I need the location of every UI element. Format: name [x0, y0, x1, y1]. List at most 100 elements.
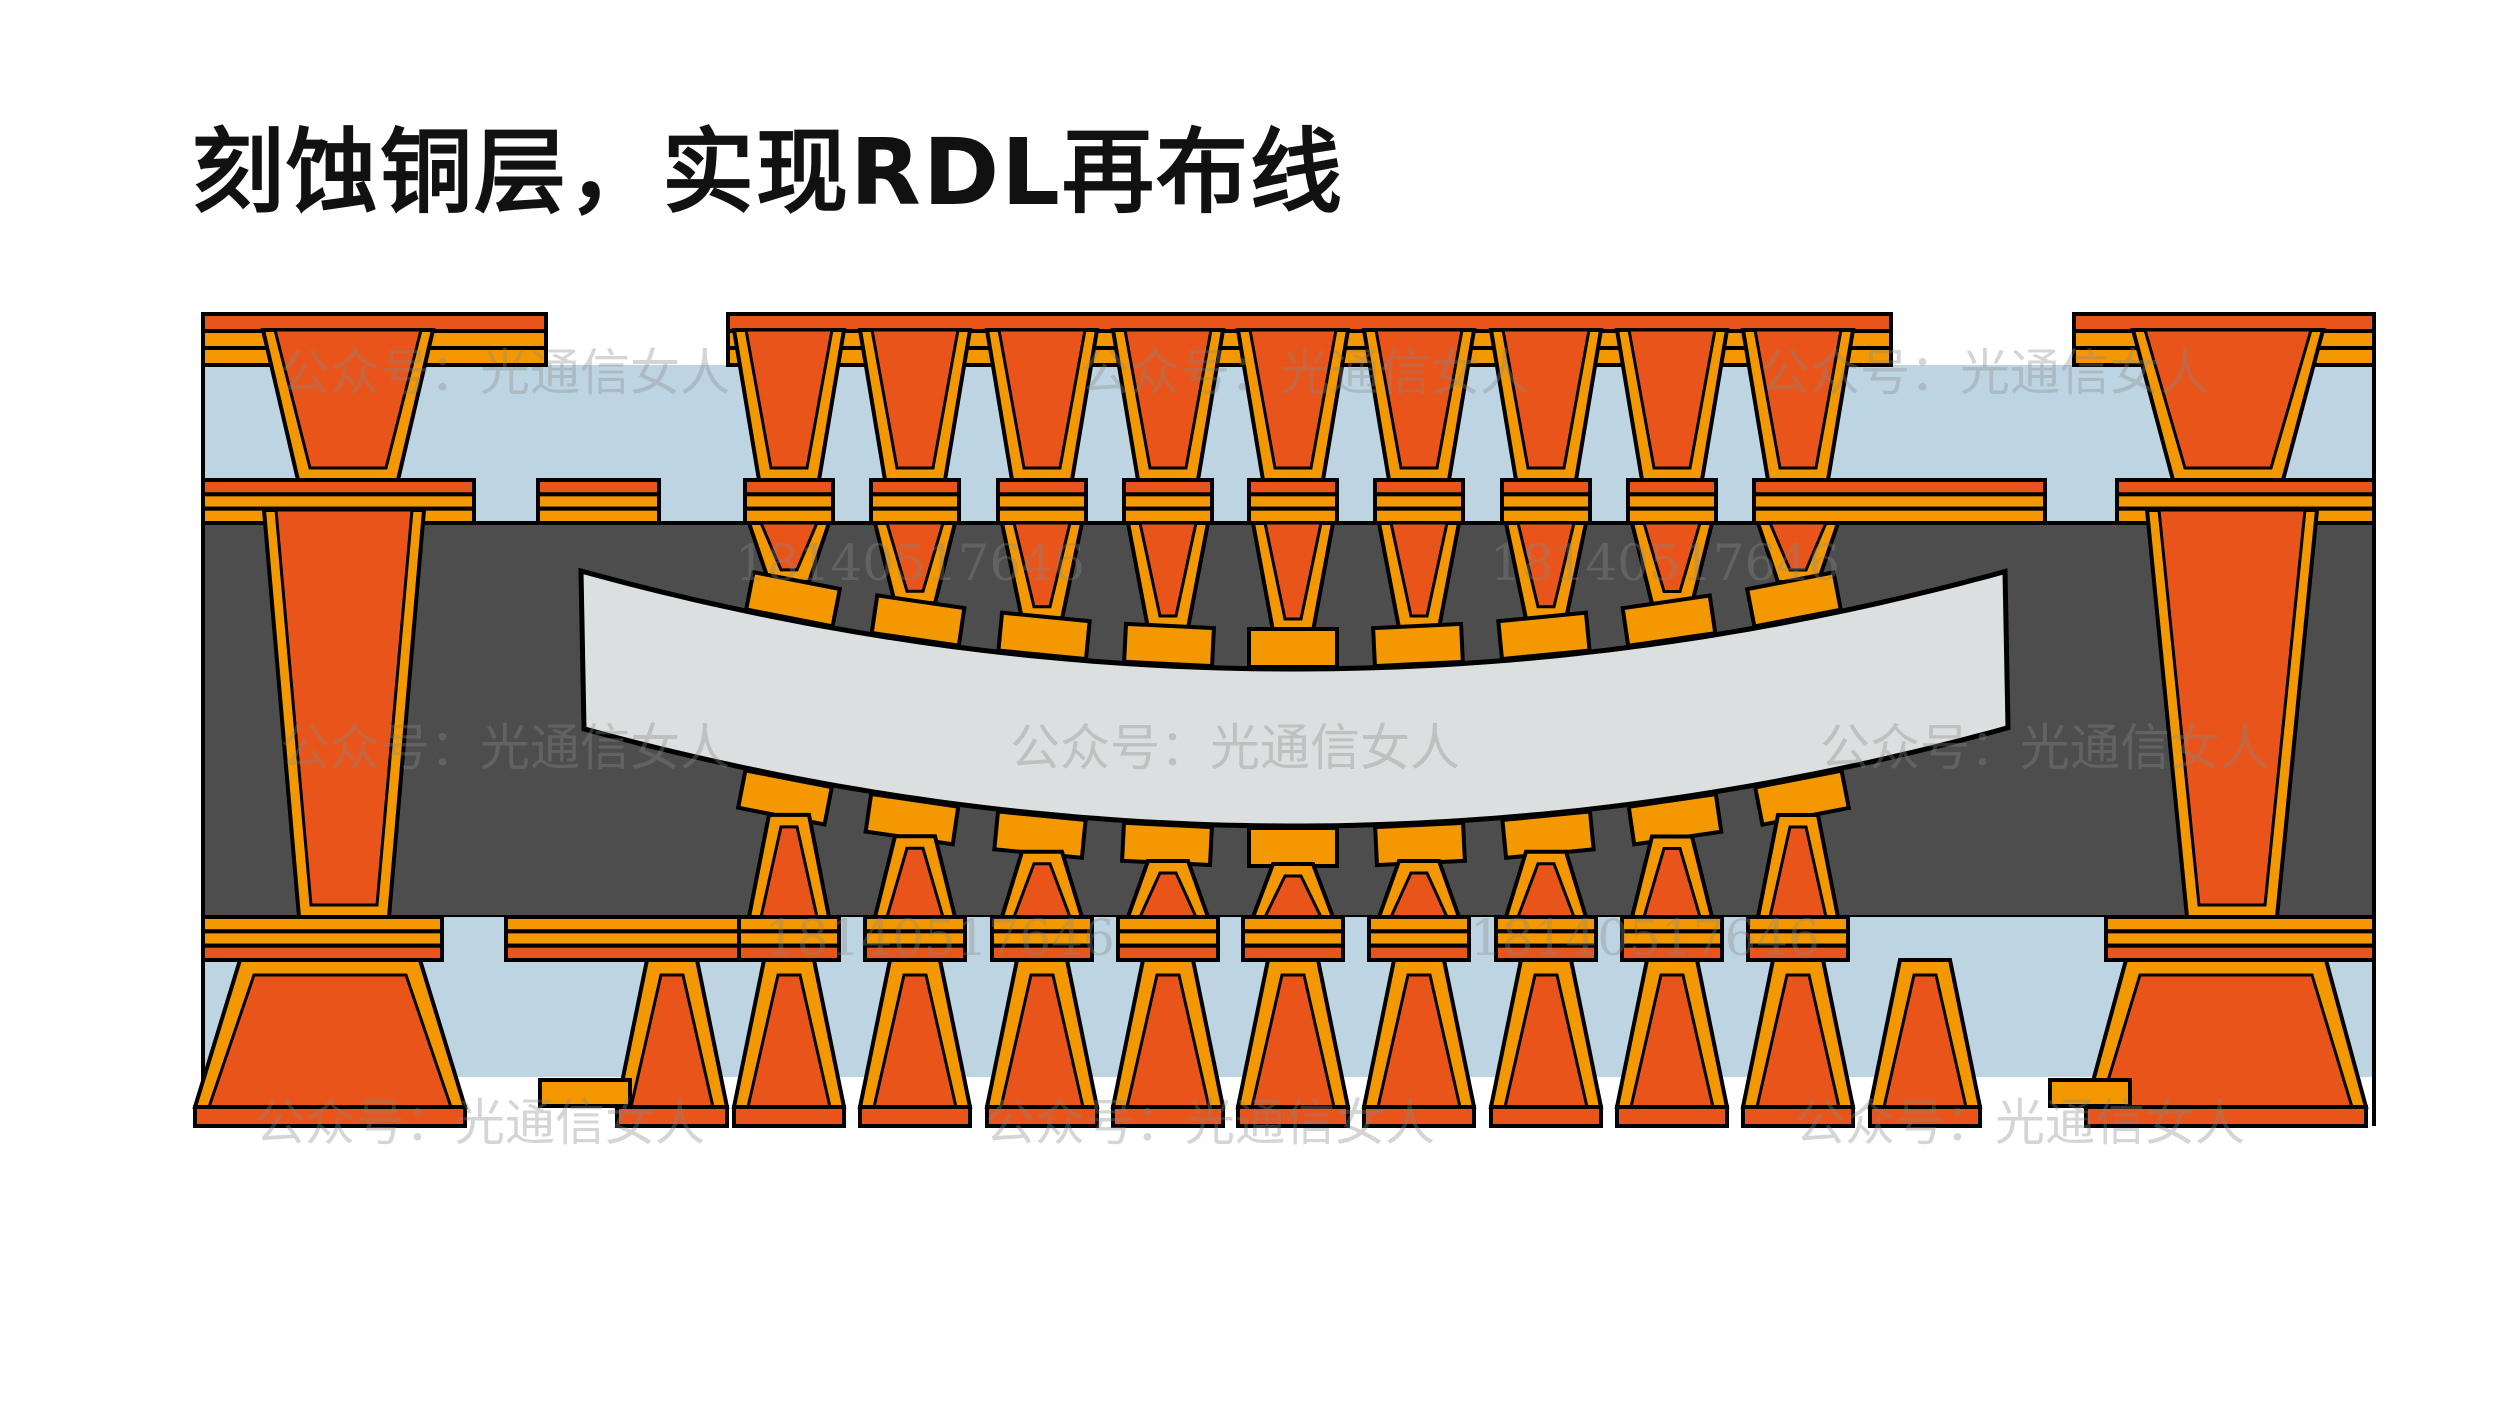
watermark-account: 公众号：光通信女人	[1760, 344, 2210, 402]
upper-micro-via-fill	[1516, 521, 1576, 609]
upper-micro-via-fill	[1641, 521, 1703, 593]
watermark-account: 公众号：光通信女人	[1080, 344, 1530, 402]
upper-micro-via-fill	[1138, 521, 1198, 618]
watermark-account: 公众号：光通信女人	[1820, 719, 2270, 777]
bottom-bump-base	[1236, 1105, 1350, 1128]
rdl-pad-sublayer	[1626, 492, 1718, 511]
watermark-account: 公众号：光通信女人	[1795, 1094, 2245, 1152]
rdl-pad-sublayer	[996, 478, 1088, 497]
rdl-pad-sublayer	[201, 492, 476, 511]
lower-rdl-pad-sublayer	[201, 915, 444, 934]
top-via-fill	[1248, 328, 1338, 470]
watermark-account: 公众号：光通信女人	[255, 1094, 705, 1152]
upper-micro-via-fill	[1767, 521, 1829, 572]
rdl-pad-sublayer	[1122, 492, 1214, 511]
lower-rdl-pad-sublayer	[201, 943, 444, 963]
core-through-via-right-fill	[2157, 508, 2307, 907]
rdl-pad-sublayer	[1122, 478, 1214, 497]
rdl-pad-sublayer	[201, 478, 476, 497]
watermark-account: 公众号：光通信女人	[1010, 719, 1460, 777]
lower-bump	[1120, 820, 1214, 868]
rdl-pad-sublayer	[536, 478, 661, 497]
rdl-pad-sublayer	[869, 506, 961, 525]
slide-title: 刻蚀铜层，实现RDL再布线	[192, 119, 1344, 226]
bottom-pad-strip	[2048, 1078, 2132, 1108]
upper-bump	[1247, 626, 1340, 670]
rdl-pad-sublayer	[2115, 478, 2376, 497]
upper-micro-via-fill	[1012, 521, 1072, 609]
rdl-pad-sublayer	[1500, 506, 1592, 525]
lower-rdl-pad-sublayer	[1241, 943, 1345, 963]
rdl-pad-sublayer	[1752, 506, 2047, 525]
bottom-big-bump-right-base	[2084, 1105, 2368, 1128]
rdl-pad-sublayer	[869, 478, 961, 497]
top-via-fill	[1123, 328, 1213, 470]
top-via-fill	[744, 328, 834, 470]
bottom-big-bump-right-fill	[2097, 973, 2355, 1109]
lower-rdl-pad-sublayer	[1116, 929, 1220, 948]
rdl-pad-sublayer	[743, 492, 835, 511]
bottom-bump-base	[1615, 1105, 1729, 1128]
bottom-bump-base	[1489, 1105, 1603, 1128]
rdl-pad-sublayer	[1752, 478, 2047, 497]
lower-rdl-pad-sublayer	[2104, 929, 2376, 948]
top-via-fill	[1627, 328, 1717, 470]
upper-micro-via-fill	[1389, 521, 1449, 618]
upper-bump	[1496, 610, 1592, 662]
lower-rdl-pad-sublayer	[1116, 943, 1220, 963]
upper-bump	[1744, 570, 1844, 629]
upper-bump	[1620, 593, 1718, 649]
rdl-pad-sublayer	[1247, 506, 1339, 525]
lower-rdl-pad-sublayer	[1116, 915, 1220, 934]
bottom-bump-base	[1111, 1105, 1225, 1128]
rdl-pad-sublayer	[1626, 506, 1718, 525]
bottom-bump-base	[1868, 1105, 1982, 1128]
bottom-bump-base	[858, 1105, 972, 1128]
upper-micro-via-fill	[758, 521, 820, 572]
lower-rdl-pad-sublayer	[1241, 915, 1345, 934]
rdl-pad-sublayer	[1373, 506, 1465, 525]
rdl-pad-sublayer	[869, 492, 961, 511]
watermark-phone: 18140517646	[1490, 534, 1840, 592]
lower-rdl-pad-sublayer	[201, 929, 444, 948]
rdl-pad-sublayer	[996, 492, 1088, 511]
watermark-phone: 18140517646	[735, 534, 1085, 592]
rdl-pad-sublayer	[1752, 492, 2047, 511]
top-via-fill	[1753, 328, 1843, 470]
lower-rdl-pad-sublayer	[2104, 943, 2376, 963]
rdl-pad-sublayer	[743, 506, 835, 525]
upper-bump	[743, 569, 843, 629]
lower-rdl-pad-sublayer	[1241, 929, 1345, 948]
top-via-fill	[1501, 328, 1591, 470]
lower-bump	[1246, 825, 1339, 869]
watermark-account: 公众号：光通信女人	[985, 1094, 1435, 1152]
rdl-pad-sublayer	[743, 478, 835, 497]
watermark-phone: 18140517646	[765, 909, 1115, 967]
rdl-pad-sublayer	[1247, 478, 1339, 497]
top-via-fill	[997, 328, 1087, 470]
rdl-pad-sublayer	[996, 506, 1088, 525]
upper-micro-via-fill	[884, 521, 946, 593]
watermark-account: 公众号：光通信女人	[280, 344, 730, 402]
top-big-via-left-fill	[273, 328, 423, 470]
bottom-pad-strip	[538, 1078, 632, 1108]
rdl-pad-sublayer	[1122, 506, 1214, 525]
bottom-big-bump-left-base	[193, 1105, 467, 1128]
rdl-pad-sublayer	[1500, 478, 1592, 497]
rdl-pad-sublayer	[2115, 492, 2376, 511]
top-big-via-right-fill	[2143, 328, 2313, 470]
rdl-pad-sublayer	[1373, 492, 1465, 511]
bottom-bump-base	[615, 1105, 729, 1128]
bottom-bump-base	[1741, 1105, 1855, 1128]
core-through-via-left-fill	[274, 508, 414, 907]
lower-rdl-pad-sublayer	[1367, 943, 1471, 963]
top-via-fill	[1374, 328, 1464, 470]
rdl-pad-sublayer	[1500, 492, 1592, 511]
upper-bump	[996, 610, 1092, 662]
watermark-phone: 18140517646	[1470, 909, 1820, 967]
bottom-bump-base	[1362, 1105, 1476, 1128]
bottom-bump-base	[732, 1105, 846, 1128]
upper-bump	[1122, 621, 1216, 669]
rdl-pad-sublayer	[1626, 478, 1718, 497]
